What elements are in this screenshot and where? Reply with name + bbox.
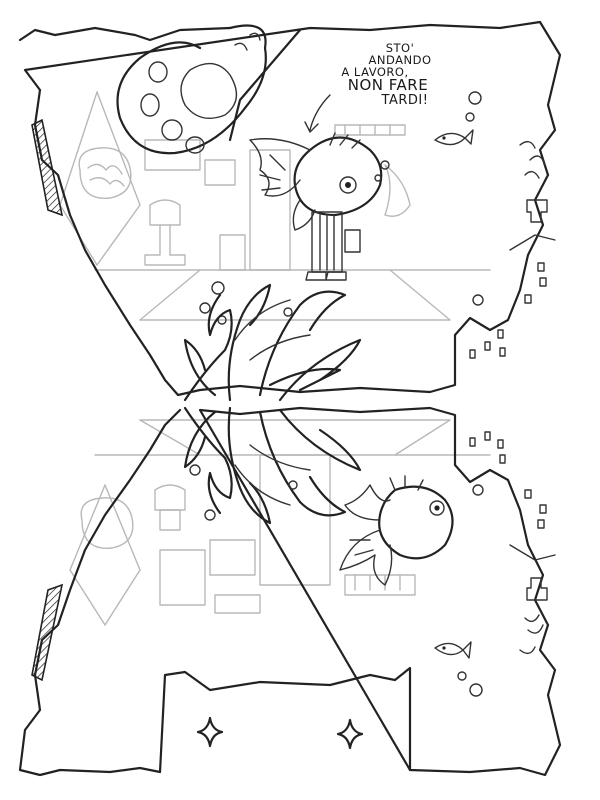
small-fish-bottom (434, 641, 472, 659)
right-border-decor-bottom (469, 431, 556, 655)
background-room-top (59, 91, 491, 321)
cat-paw (116, 24, 302, 155)
speech-line-1: STO' ANDANDO (368, 41, 432, 68)
speech-text: STO' ANDANDO A LAVORO, NON FARE TARDI! (325, 42, 445, 108)
top-wall-hatch (31, 118, 64, 217)
cat-head-bottom (158, 666, 412, 774)
background-room-bottom (69, 419, 491, 626)
speech-pointer (304, 94, 331, 133)
fish-reflection (339, 475, 454, 586)
speech-line-4: TARDI! (381, 92, 429, 108)
speech-line-3: NON FARE (347, 76, 429, 95)
bottom-panel-outline (18, 406, 562, 777)
right-border-decor-top (469, 140, 556, 359)
bubbles-bottom (457, 484, 484, 697)
fish-character (249, 132, 390, 281)
bottom-wall-hatch (31, 583, 64, 682)
bubbles-top (199, 91, 484, 325)
speech-line-2: A LAVORO, (341, 65, 409, 80)
water-splash (183, 283, 362, 525)
small-fish-top (434, 129, 474, 146)
top-panel-outline (18, 20, 562, 397)
